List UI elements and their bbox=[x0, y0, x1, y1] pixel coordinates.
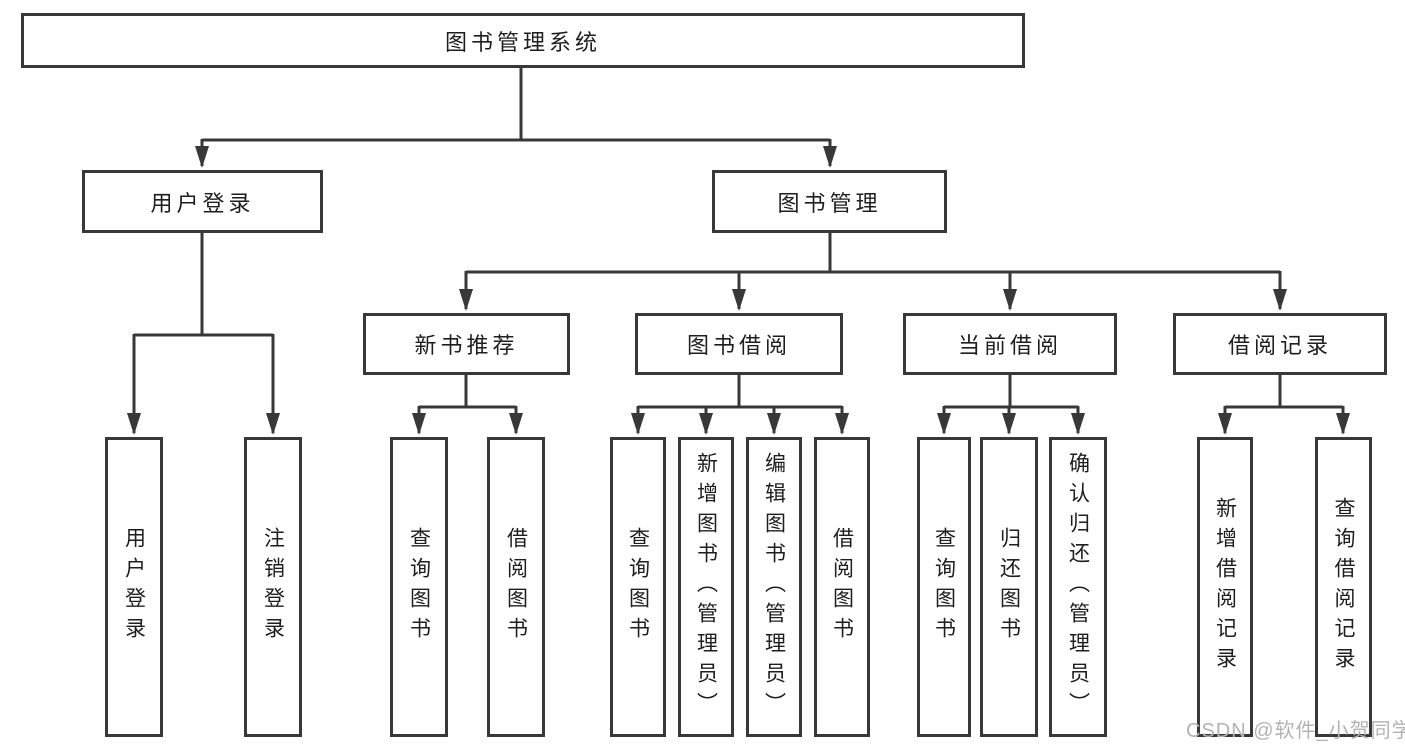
leaf-user-login: 用户登录 bbox=[105, 437, 163, 737]
node-user-login: 用户登录 bbox=[82, 170, 323, 233]
leaf-edit-book-admin: 编辑图书（管理员） bbox=[746, 437, 802, 737]
leaf-confirm-return-admin: 确认归还（管理员） bbox=[1049, 437, 1107, 737]
leaf-query-book: 查询图书 bbox=[917, 437, 971, 737]
leaf-query-book: 查询图书 bbox=[390, 437, 448, 737]
node-new-book-recommendation: 新书推荐 bbox=[363, 313, 570, 375]
leaf-logout: 注销登录 bbox=[244, 437, 302, 737]
leaf-add-borrow-record: 新增借阅记录 bbox=[1197, 437, 1253, 737]
leaf-query-borrow-record: 查询借阅记录 bbox=[1315, 437, 1372, 737]
node-book-borrowing: 图书借阅 bbox=[635, 313, 843, 375]
node-current-borrowing: 当前借阅 bbox=[903, 313, 1117, 375]
leaf-borrow-book: 借阅图书 bbox=[814, 437, 870, 737]
leaf-return-book: 归还图书 bbox=[980, 437, 1038, 737]
node-book-management: 图书管理 bbox=[712, 170, 947, 233]
leaf-add-book-admin: 新增图书（管理员） bbox=[678, 437, 734, 737]
leaf-query-book: 查询图书 bbox=[610, 437, 666, 737]
node-borrowing-records: 借阅记录 bbox=[1173, 313, 1387, 375]
node-root-book-management-system: 图书管理系统 bbox=[21, 13, 1025, 68]
leaf-borrow-book: 借阅图书 bbox=[487, 437, 545, 737]
csdn-watermark: CSDN @软件_小贺同学 bbox=[1186, 720, 1405, 742]
